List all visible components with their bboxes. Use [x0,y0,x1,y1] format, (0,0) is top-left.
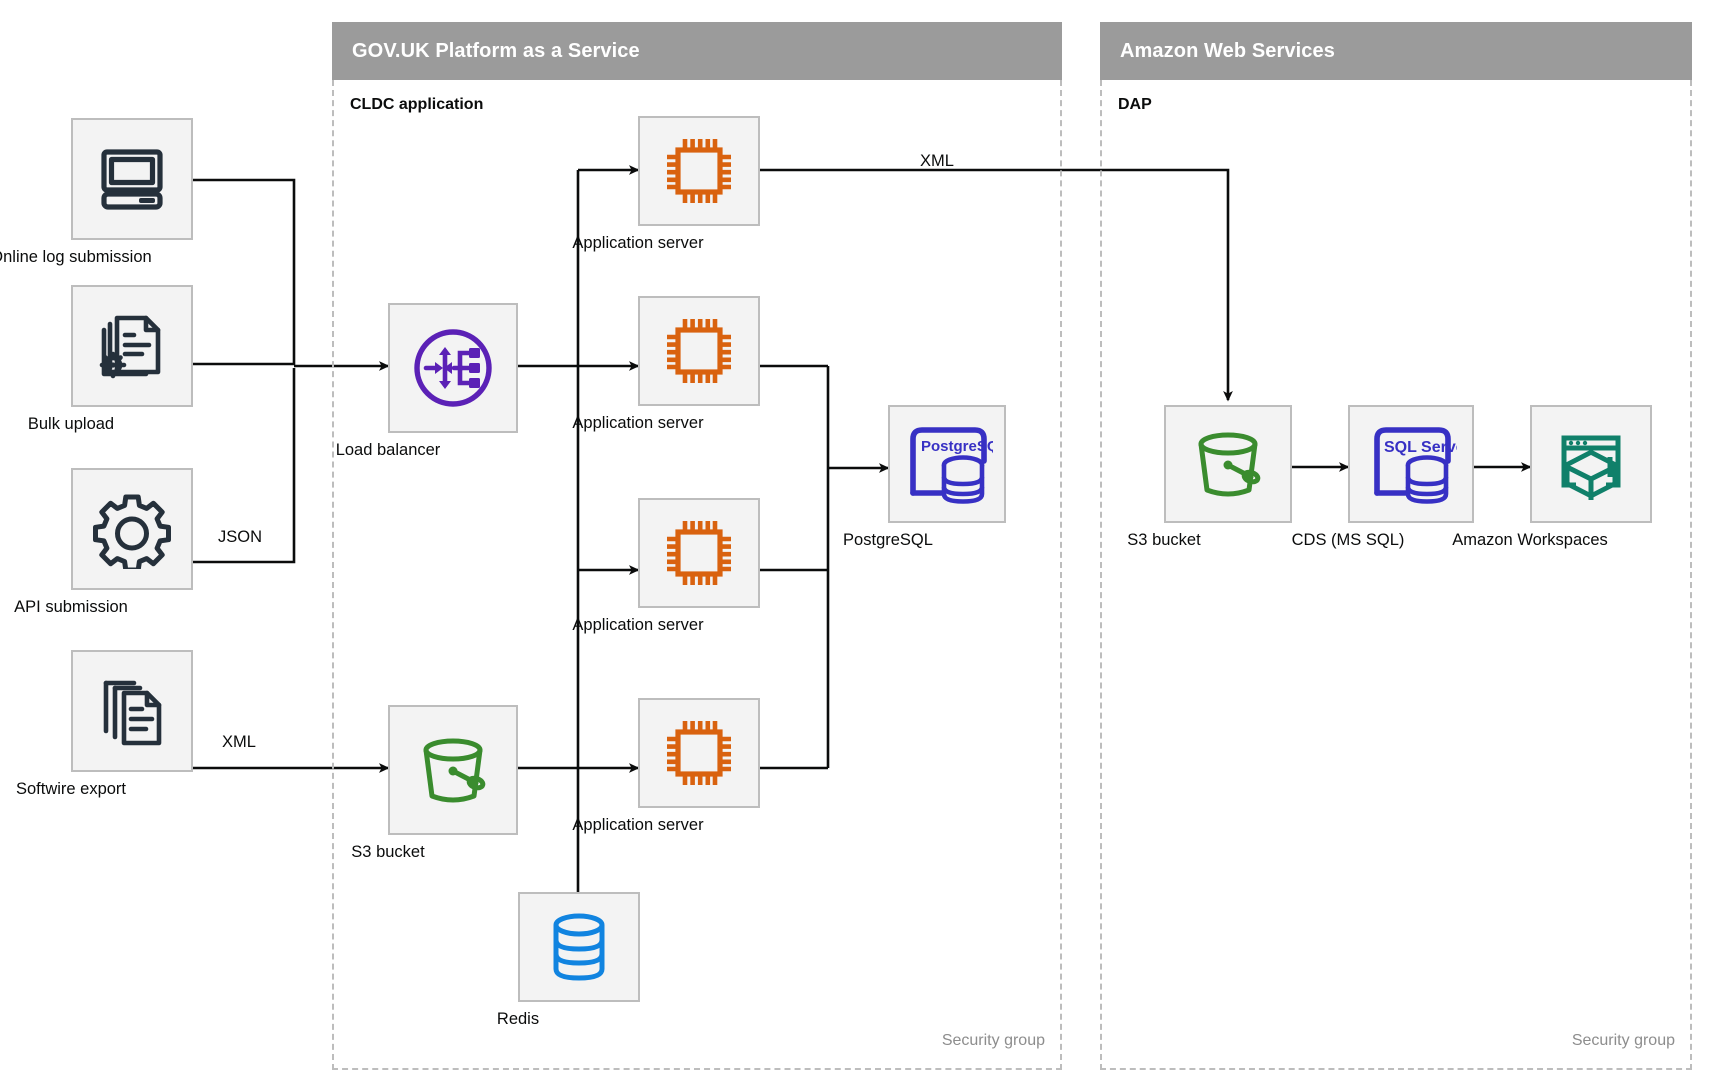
cpu-chip-icon [658,130,740,212]
app-server-4-tile[interactable] [638,698,760,808]
load-balancer-tile[interactable] [388,303,518,433]
edge-label-xml-to-s3: XML [920,152,954,170]
app-server-1-tile[interactable] [638,116,760,226]
node-label-amazon-workspaces: Amazon Workspaces [1452,531,1608,549]
node-label-bulk-upload: Bulk upload [27,415,115,433]
online-log-submission-tile[interactable] [71,118,193,240]
s3-bucket-aws-tile[interactable] [1164,405,1292,523]
database-cylinder-icon [544,910,614,984]
documents-stack-icon [94,673,170,749]
desktop-computer-icon [95,142,169,216]
edge-label-json: JSON [218,528,263,546]
security-group-aws [1100,80,1692,1070]
gear-icon [92,489,172,569]
node-label-app-server-4: Application server [572,816,704,834]
document-gear-icon [94,308,170,384]
node-label-api-submission: API submission [14,598,128,616]
node-label-app-server-2: Application server [572,414,704,432]
sql-server-icon: SQL Server [1365,421,1457,507]
node-label-softwire-export: Softwire export [15,780,127,798]
security-group-caption-paas: Security group [941,1032,1045,1049]
node-label-online-log-submission: Online log submission [0,248,152,266]
sql-server-badge-text: SQL Server [1384,439,1457,456]
cpu-chip-icon [658,512,740,594]
bucket-icon [409,726,497,814]
node-label-cds-ms-sql: CDS (MS SQL) [1291,531,1405,549]
security-group-paas [332,80,1062,1070]
redis-tile[interactable] [518,892,640,1002]
node-label-postgresql: PostgreSQL [843,531,933,549]
bulk-upload-tile[interactable] [71,285,193,407]
node-label-s3-bucket-aws: S3 bucket [1127,531,1201,549]
softwire-export-tile[interactable] [71,650,193,772]
postgresql-tile[interactable]: PostgreSQL [888,405,1006,523]
node-label-s3-bucket-paas: S3 bucket [351,843,425,861]
load-balancer-icon [407,322,499,414]
node-label-load-balancer: Load balancer [335,441,441,459]
bucket-icon [1184,420,1272,508]
edge-label-xml-softwire: XML [222,733,256,751]
app-server-3-tile[interactable] [638,498,760,608]
group-header-aws: Amazon Web Services [1100,22,1692,80]
postgresql-icon: PostgreSQL [901,421,993,507]
node-label-app-server-1: Application server [572,234,704,252]
api-submission-tile[interactable] [71,468,193,590]
s3-bucket-paas-tile[interactable] [388,705,518,835]
amazon-workspaces-tile[interactable] [1530,405,1652,523]
group-header-paas: GOV.UK Platform as a Service [332,22,1062,80]
app-server-2-tile[interactable] [638,296,760,406]
subgroup-label-cldc: CLDC application [350,96,484,113]
subgroup-label-dap: DAP [1118,96,1152,113]
postgresql-badge-text: PostgreSQL [921,438,993,455]
security-group-caption-aws: Security group [1571,1032,1675,1049]
cpu-chip-icon [658,310,740,392]
node-label-redis: Redis [496,1010,540,1028]
node-label-app-server-3: Application server [572,616,704,634]
workspaces-cube-icon [1548,421,1634,507]
cpu-chip-icon [658,712,740,794]
cds-ms-sql-tile[interactable]: SQL Server [1348,405,1474,523]
